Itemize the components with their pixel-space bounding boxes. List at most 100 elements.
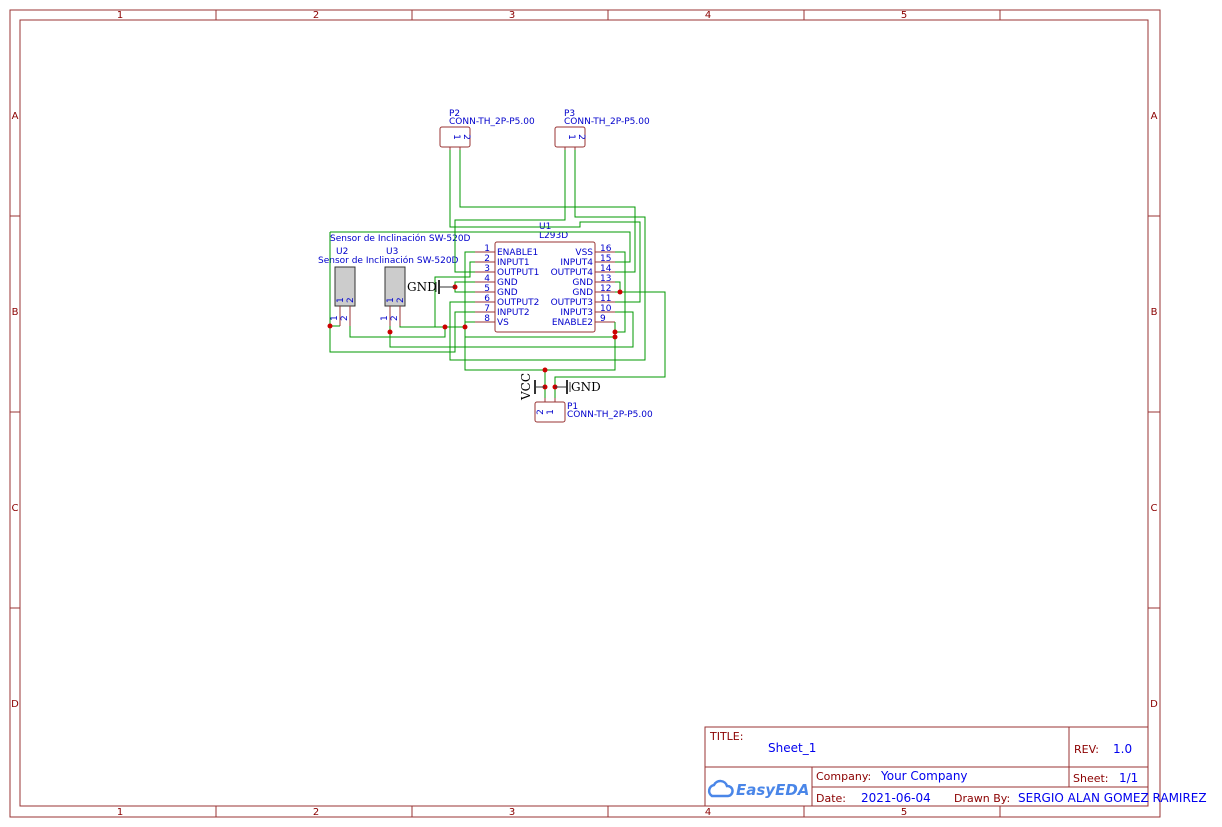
p3-value: CONN-TH_2P-P5.00 <box>564 117 650 127</box>
u1-pin-number: 2 <box>484 254 490 264</box>
column-label: 3 <box>509 10 515 21</box>
row-label: A <box>1151 111 1158 122</box>
connector-p2[interactable]: P2 CONN-TH_2P-P5.00 1 2 <box>439 109 535 148</box>
drawn-by-label: Drawn By: <box>954 792 1010 805</box>
outer-frame <box>9 9 1161 818</box>
p1-body <box>534 401 566 423</box>
gnd-label-p1: GND <box>571 380 601 394</box>
junction-dot <box>542 367 548 373</box>
u1-pin-number: 5 <box>484 284 490 294</box>
u2-pin2: 2 <box>346 297 356 303</box>
u1-pin-number: 3 <box>484 264 490 274</box>
connector-p1[interactable]: 2 1 P1 CONN-TH_2P-P5.00 <box>534 401 653 423</box>
row-label: D <box>1150 699 1158 710</box>
u2-pin1-num: 1 <box>330 315 340 321</box>
p3-body <box>554 126 586 148</box>
row-label: A <box>12 111 19 122</box>
u1-pin-name: OUTPUT3 <box>551 298 593 308</box>
logo-text: EasyEDA <box>736 781 809 799</box>
rev-value: 1.0 <box>1113 742 1132 756</box>
date-value: 2021-06-04 <box>861 791 931 805</box>
column-label: 4 <box>705 10 711 21</box>
sheet-label: Sheet: <box>1073 772 1109 785</box>
p2-body <box>439 126 471 148</box>
u2-ref: U2 <box>336 247 348 257</box>
column-label: 5 <box>901 10 907 21</box>
u1-pin-name: GND <box>497 278 518 288</box>
sheet-title: Sheet_1 <box>768 741 816 755</box>
row-label: C <box>1151 503 1158 514</box>
u1-pin-number: 13 <box>600 274 611 284</box>
connector-pins <box>449 147 576 402</box>
u2-body <box>334 266 356 307</box>
u1-pin-number: 16 <box>600 244 612 254</box>
row-label: B <box>12 307 19 318</box>
u1-pin-number: 10 <box>600 304 612 314</box>
u1-pin-name: ENABLE2 <box>552 318 593 328</box>
row-label: D <box>11 699 19 710</box>
u1-pin-number: 4 <box>484 274 490 284</box>
u1-pin-number: 6 <box>484 294 490 304</box>
wire <box>329 232 475 353</box>
u1-pin-number: 11 <box>600 294 611 304</box>
u1-pin-name: GND <box>497 288 518 298</box>
u3-pin2-num: 2 <box>390 315 400 321</box>
u1-pin-number: 9 <box>600 314 606 324</box>
u1-pin-name: GND <box>572 288 593 298</box>
u1-pin-number: 8 <box>484 314 490 324</box>
inner-frame <box>19 19 1149 807</box>
title-block: TITLE: Sheet_1 REV: 1.0 Company: Your Co… <box>704 726 1207 807</box>
u1-pin-number: 14 <box>600 264 612 274</box>
u2-value: Sensor de Inclinación SW-520D <box>318 255 459 266</box>
company-label: Company: <box>816 770 871 783</box>
sensor-u2[interactable]: U2 Sensor de Inclinación SW-520D 1 2 1 2 <box>318 247 459 326</box>
wire <box>614 251 626 333</box>
p3-ref: P3 <box>564 109 575 119</box>
wire <box>349 326 446 338</box>
title-label: TITLE: <box>709 730 743 743</box>
u1-pin-name: OUTPUT4 <box>551 268 594 278</box>
u1-pin-name: OUTPUT1 <box>497 268 539 278</box>
sensor-u3[interactable]: U3 Sensor de Inclinación SW-520D 1 2 1 2 <box>330 233 471 326</box>
u1-pin-name: INPUT4 <box>560 258 593 268</box>
u3-pin1-num: 1 <box>380 315 390 321</box>
u1-value: L293D <box>539 231 568 241</box>
column-label: 2 <box>313 807 319 818</box>
row-label: C <box>12 503 19 514</box>
gnd-symbol-left: GND <box>407 280 455 294</box>
wire <box>449 150 646 361</box>
u3-body <box>384 266 406 307</box>
sheet-value: 1/1 <box>1119 771 1138 785</box>
rev-label: REV: <box>1074 743 1099 756</box>
p2-value: CONN-TH_2P-P5.00 <box>449 117 535 127</box>
u1-pin-number: 7 <box>484 304 490 314</box>
column-label: 2 <box>313 10 319 21</box>
date-label: Date: <box>816 792 846 805</box>
wire <box>449 150 641 303</box>
column-label: 3 <box>509 807 515 818</box>
u1-pin-name: VSS <box>575 248 593 258</box>
vcc-symbol: VCC <box>519 373 545 401</box>
u1-pin-number: 15 <box>600 254 611 264</box>
u3-ref: U3 <box>386 247 398 257</box>
connector-p3[interactable]: P3 CONN-TH_2P-P5.00 1 2 <box>554 109 650 148</box>
gnd-label-left: GND <box>407 280 437 294</box>
company-value: Your Company <box>880 769 968 783</box>
p2-pin1: 1 <box>451 134 461 140</box>
junction-dot <box>617 289 623 295</box>
column-label: 1 <box>117 10 123 21</box>
u2-pin2-num: 2 <box>340 315 350 321</box>
u1-pin-name: INPUT2 <box>497 308 530 318</box>
u1-pin-name: INPUT3 <box>560 308 593 318</box>
junction-dot <box>442 324 448 330</box>
u2-pin1: 1 <box>336 297 346 303</box>
u3-pin1: 1 <box>386 297 396 303</box>
u1-pin-name: ENABLE1 <box>497 248 538 258</box>
p3-pin1: 1 <box>566 134 576 140</box>
wire <box>434 261 475 328</box>
p1-pin1: 1 <box>546 409 556 415</box>
column-label: 1 <box>117 807 123 818</box>
